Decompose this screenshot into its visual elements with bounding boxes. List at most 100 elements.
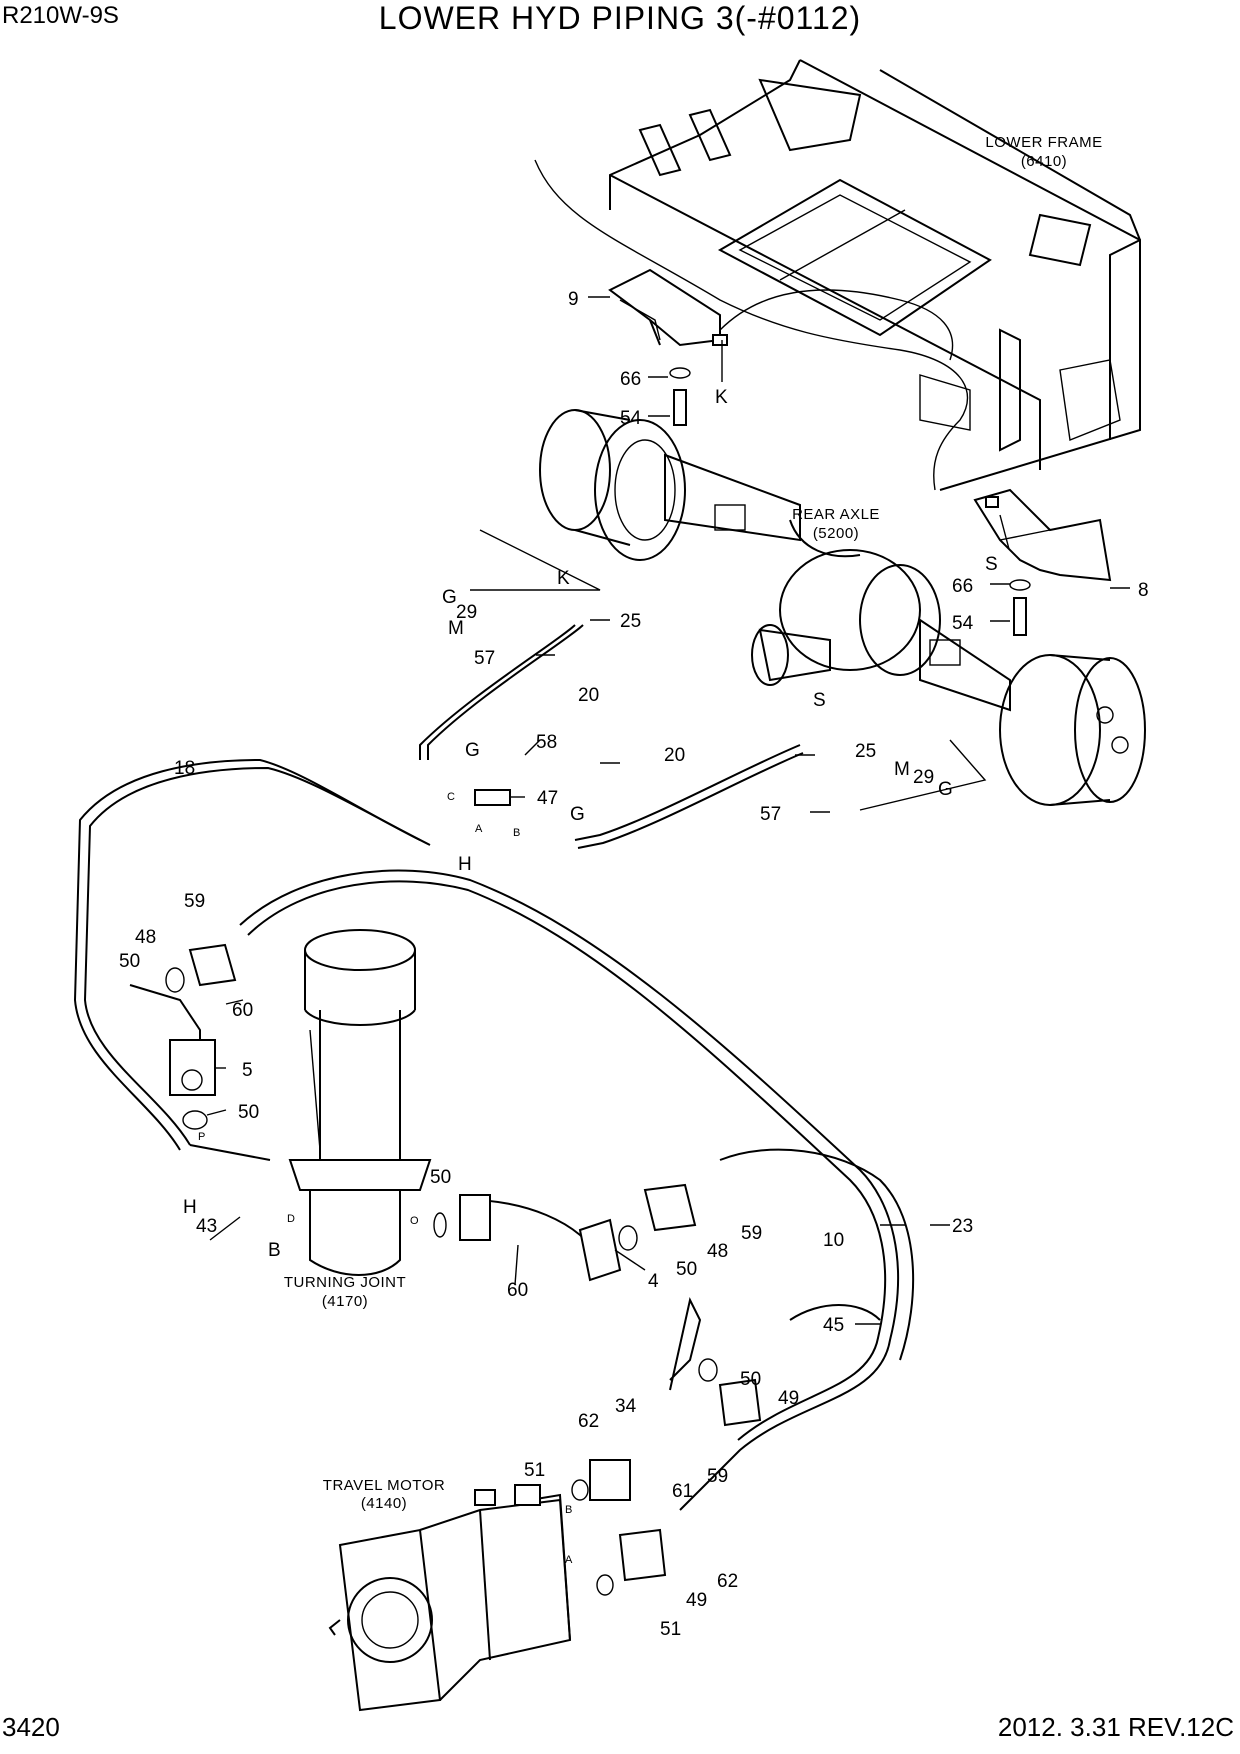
callout-part-48b: 48 — [707, 1241, 728, 1262]
callout-part-54: 54 — [620, 408, 642, 429]
caption-turning-joint-code: (4170) — [322, 1293, 368, 1310]
callout-part-62b: 62 — [717, 1571, 738, 1592]
hose-upper-loop — [719, 1148, 915, 1361]
caption-rear-axle-code: (5200) — [813, 525, 859, 542]
callout-part-45: 45 — [823, 1315, 844, 1336]
fitting-outline-upper — [470, 529, 601, 591]
travel-motor-drawing — [328, 1484, 572, 1712]
port-a-tee: A — [475, 823, 483, 835]
flange-49-lower — [618, 1528, 667, 1582]
caption-lower-frame-code: (6410) — [1021, 153, 1067, 170]
callout-part-50-a: 50 — [119, 951, 140, 972]
callout-g-lower: G — [570, 804, 585, 825]
callout-part-58: 58 — [536, 732, 557, 753]
callout-part-25b: 25 — [855, 741, 876, 762]
callout-part-57b: 57 — [760, 804, 781, 825]
component-captions: LOWER FRAME (6410) REAR AXLE (5200) TURN… — [284, 134, 1102, 1512]
callout-part-48: 48 — [135, 927, 156, 948]
caption-travel-motor: TRAVEL MOTOR — [323, 1477, 445, 1494]
callout-part-62: 62 — [578, 1411, 599, 1432]
callout-part-51b: 51 — [660, 1619, 681, 1640]
callout-part-43: 43 — [196, 1216, 217, 1237]
callout-part-66: 66 — [620, 369, 641, 390]
oring-50-right — [618, 1225, 638, 1251]
oring-50-pipe34 — [698, 1358, 718, 1382]
flange-4-drawing — [578, 1218, 622, 1282]
tee-47-drawing — [474, 789, 511, 806]
callout-part-49: 49 — [778, 1388, 799, 1409]
oring-51-lower — [596, 1574, 614, 1596]
page-title: LOWER HYD PIPING 3(-#0112) — [378, 0, 862, 36]
fitting-outline-lower — [859, 739, 987, 811]
callout-part-50-c: 50 — [430, 1167, 451, 1188]
callout-g-tee: G — [465, 740, 480, 761]
callout-part-66b: 66 — [952, 576, 973, 597]
bracket-8-drawing — [973, 488, 1112, 582]
pipe-34-drawing — [669, 1297, 702, 1391]
callout-part-54b: 54 — [952, 613, 974, 634]
port-a-motor: A — [565, 1554, 573, 1566]
port-p: P — [198, 1131, 205, 1143]
flange-49-upper — [718, 1378, 762, 1427]
callout-part-5: 5 — [242, 1060, 253, 1081]
callout-part-51: 51 — [524, 1460, 545, 1481]
callout-part-29: 29 — [456, 602, 477, 623]
hose-23-drawing — [239, 869, 900, 1511]
callout-part-60b: 60 — [507, 1280, 528, 1301]
callout-part-10: 10 — [823, 1230, 844, 1251]
washer-66-drawing — [669, 367, 691, 379]
callout-part-59c: 59 — [707, 1466, 728, 1487]
port-b-tee: B — [513, 827, 520, 839]
callout-part-47: 47 — [537, 788, 558, 809]
hose-20-upper-drawing — [419, 624, 576, 760]
callout-part-49b: 49 — [686, 1590, 707, 1611]
callout-part-60: 60 — [232, 1000, 253, 1021]
callout-s-lower: S — [813, 690, 826, 711]
washer-66b-drawing — [1009, 579, 1031, 591]
caption-rear-axle: REAR AXLE — [792, 506, 880, 523]
port-c: C — [447, 791, 455, 803]
callout-leaders — [206, 296, 1130, 1325]
flange-48-right — [643, 1183, 697, 1232]
callout-part-23: 23 — [952, 1216, 973, 1237]
hose-fitting-43 — [189, 1144, 271, 1161]
callout-h-upper: H — [458, 854, 472, 875]
part-callouts: 9 66 K 54 66 8 54 S G 29 M K 25 57 20 G … — [119, 289, 1149, 1640]
callout-s-upper: S — [985, 554, 998, 575]
hose-18-edge — [83, 766, 431, 1146]
page-number: 3420 — [2, 1712, 60, 1742]
callout-part-61: 61 — [672, 1481, 693, 1502]
callout-part-59: 59 — [184, 891, 205, 912]
port-o: O — [410, 1215, 419, 1227]
oring-50-upper — [165, 967, 185, 993]
callout-part-59b: 59 — [741, 1223, 762, 1244]
callout-part-50-b: 50 — [238, 1102, 259, 1123]
callout-part-50-e: 50 — [740, 1369, 761, 1390]
hose-20-lower-edge — [577, 752, 804, 849]
hose-clamp-45 — [789, 1304, 881, 1321]
callout-part-8: 8 — [1138, 580, 1149, 601]
block-5-drawing — [169, 1039, 216, 1096]
turning-joint-drawing — [288, 929, 432, 1276]
hose-10-drawing — [247, 880, 887, 1441]
callout-b-tj: B — [268, 1240, 281, 1261]
callout-part-4: 4 — [648, 1271, 659, 1292]
hose-18-drawing — [73, 758, 421, 1151]
callout-part-9: 9 — [568, 289, 579, 310]
oring-51-upper — [571, 1479, 589, 1501]
port-5-drawing — [181, 1069, 203, 1091]
port-d: D — [287, 1213, 295, 1225]
callout-part-29b: 29 — [913, 767, 934, 788]
bolt-54b-drawing — [1013, 597, 1027, 636]
flange-block-4 — [459, 1194, 491, 1241]
hose-20-lower-drawing — [574, 744, 801, 841]
lower-frame-drawing — [534, 59, 1141, 491]
callout-part-57: 57 — [474, 648, 495, 669]
callout-part-18: 18 — [174, 758, 195, 779]
oring-50-lower — [182, 1110, 208, 1130]
hose-20-upper-edge — [427, 624, 584, 760]
callout-part-20b: 20 — [664, 745, 685, 766]
port-b-motor: B — [565, 1504, 572, 1516]
